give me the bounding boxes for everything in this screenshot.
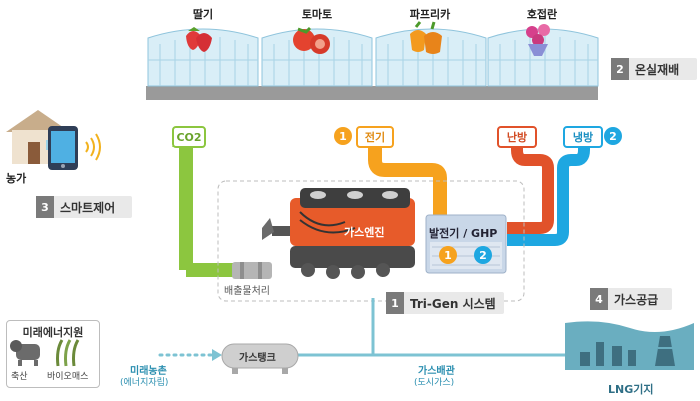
- greenhouse-tag-label: 온실재배: [635, 62, 680, 77]
- smart-control-tag: 3 스마트제어: [36, 196, 132, 218]
- exhaust-icon: [232, 262, 272, 279]
- gas-supply-tag-number: 4: [590, 288, 608, 310]
- greenhouse-2: [261, 28, 373, 87]
- cow-icon: [10, 340, 40, 366]
- cooling-number: 2: [604, 127, 622, 145]
- generator-icon: [425, 214, 507, 274]
- generator-number-1: 1: [439, 246, 457, 264]
- biomass-icon: [56, 339, 80, 367]
- smart-control-tag-number: 3: [36, 196, 54, 218]
- engine-icon: [262, 188, 415, 279]
- co2-label: CO2: [172, 126, 206, 148]
- trigen-frame: [217, 180, 525, 302]
- exhaust-label: 배출물처리: [224, 286, 270, 297]
- electricity-label: 전기: [356, 126, 394, 148]
- future-energy-box: 미래에너지원 축산 바이오매스: [6, 320, 100, 388]
- trigen-tag-number: 1: [386, 292, 404, 314]
- lng-base-icon: [565, 321, 694, 370]
- future-supply-arrow-head: [212, 349, 222, 361]
- heating-arrow: [507, 145, 554, 234]
- co2-arrow: [179, 145, 236, 277]
- greenhouse-tag: 2 온실재배: [611, 58, 697, 80]
- wireless-signal-icon: [85, 133, 101, 161]
- crop-label-paprika: 파프리카: [409, 8, 451, 21]
- biomass-label: 바이오매스: [47, 372, 89, 382]
- smart-control-tag-label: 스마트제어: [60, 200, 116, 215]
- gas-tank-label: 가스탱크: [239, 353, 276, 364]
- crop-label-strawberry: 딸기: [192, 8, 214, 21]
- cooling-arrow: [507, 145, 590, 246]
- strawberry-icon: [186, 27, 212, 52]
- electricity-number: 1: [334, 127, 352, 145]
- generator-label: 발전기 / GHP: [429, 227, 498, 240]
- trigen-tag-label: Tri-Gen 시스템: [410, 296, 496, 311]
- livestock-label: 축산: [11, 372, 28, 382]
- greenhouse-tag-number: 2: [611, 58, 629, 80]
- electricity-arrow: [368, 145, 447, 215]
- crop-label-orchid: 호접란: [526, 8, 558, 21]
- gas-pipe-sub: (도시가스): [414, 378, 455, 388]
- cooling-label: 냉방: [563, 126, 603, 148]
- smartphone-icon: [48, 126, 78, 170]
- lng-label: LNG기지: [608, 383, 654, 396]
- future-village-sub: (에너지자립): [120, 378, 169, 388]
- engine-label: 가스엔진: [344, 226, 385, 239]
- gas-supply-tag: 4 가스공급: [590, 288, 672, 310]
- generator-number-2: 2: [474, 246, 492, 264]
- tomato-icon: [293, 26, 330, 54]
- farm-label: 농가: [6, 172, 27, 185]
- gas-pipe-label: 가스배관: [418, 366, 455, 377]
- crop-label-tomato: 토마토: [301, 8, 333, 21]
- orchid-icon: [526, 24, 550, 56]
- greenhouse-1: [147, 28, 259, 87]
- future-energy-title: 미래에너지원: [22, 326, 84, 339]
- gas-supply-tag-label: 가스공급: [614, 292, 659, 307]
- greenhouse-base: [146, 86, 598, 100]
- heating-label: 난방: [497, 126, 537, 148]
- paprika-icon: [410, 21, 442, 54]
- gas-tank-icon: [221, 343, 299, 374]
- trigen-tag: 1 Tri-Gen 시스템: [386, 292, 504, 314]
- greenhouse-3: [375, 28, 487, 87]
- future-village-label: 미래농촌: [130, 366, 167, 377]
- greenhouse-4: [487, 28, 599, 87]
